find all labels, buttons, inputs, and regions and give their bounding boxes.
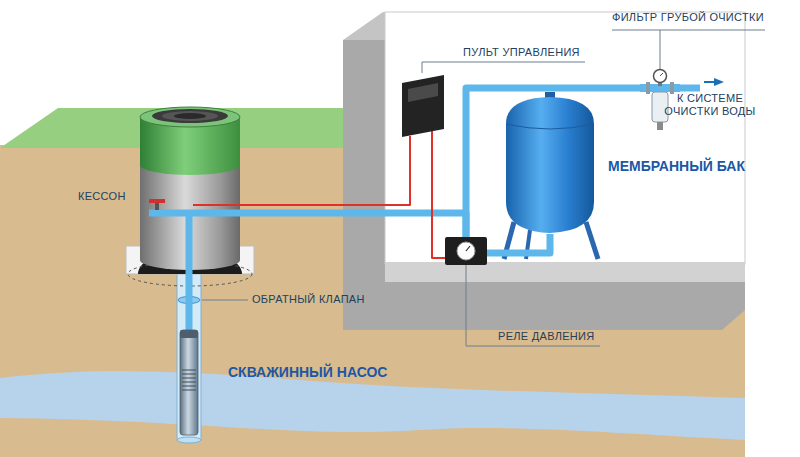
relay-gauge: [457, 242, 475, 260]
leader-line: [422, 62, 585, 63]
control-panel: ПУЛЬТ УПРАВЛЕНИЯ: [400, 75, 445, 137]
component-label: МЕМБРАННЫЙ БАК: [608, 158, 778, 174]
drain-tap: [657, 122, 663, 130]
tank-body: [506, 97, 594, 233]
valve-stem: [155, 202, 159, 210]
panel-body: [402, 75, 444, 137]
gauge-needle: [660, 73, 663, 76]
control-panel-shape: [400, 75, 445, 137]
tank-leg: [586, 222, 598, 259]
tank-pipe: [487, 234, 550, 253]
caisson-lid: [162, 111, 218, 121]
pressure-relay-shape: [445, 237, 487, 265]
component-label: ФИЛЬТР ГРУБОЙ ОЧИСТКИ: [612, 11, 782, 24]
valve-handle: [149, 199, 165, 203]
tank-seam: [506, 124, 594, 129]
inner-pipe: [186, 213, 193, 270]
pump-grille: [182, 382, 196, 383]
filter-flange: [670, 82, 674, 94]
pump-grille: [182, 386, 196, 387]
membrane-tank-shape: [500, 92, 600, 234]
room-wall: [385, 12, 745, 264]
well-casing: [177, 258, 201, 440]
panel-screen: [408, 83, 438, 102]
leader-line: [660, 30, 661, 70]
caisson-rim: [140, 107, 240, 127]
part-label: ОБРАТНЫЙ КЛАПАН: [252, 293, 392, 306]
well-pump-shape: [178, 330, 200, 435]
pump-grille: [182, 390, 196, 391]
aquifer: [0, 371, 745, 440]
caisson: КЕССОН: [135, 105, 245, 270]
coarse-filter: ФИЛЬТР ГРУБОЙ ОЧИСТКИ: [640, 70, 680, 130]
coarse-filter-shape: [640, 70, 680, 130]
caisson-lid: [152, 109, 228, 123]
leader-line: [612, 30, 765, 31]
casing-bottom: [177, 437, 201, 443]
pressure-relay: РЕЛЕ ДАВЛЕНИЯ: [445, 237, 487, 265]
pump-grille: [182, 378, 196, 379]
component-label: КЕССОН: [78, 190, 148, 203]
filter-flange: [646, 82, 650, 94]
control-wire: [432, 131, 445, 258]
well-pipe: [186, 270, 193, 330]
leader-line: [202, 300, 248, 301]
caisson-shape: [135, 105, 245, 270]
pump-grille: [182, 370, 196, 371]
room-floor: [385, 262, 745, 282]
membrane-tank: МЕМБРАННЫЙ БАК: [500, 92, 600, 234]
leader-line: [422, 62, 423, 73]
destination-label: К СИСТЕМЕ ОЧИСТКИ ВОДЫ: [660, 92, 760, 118]
outlet-pipe-stub: [680, 85, 700, 92]
wall-top: [343, 12, 385, 40]
inner-pipe: [149, 210, 245, 217]
well-pump: СКВАЖИННЫЙ НАСОС: [178, 330, 200, 435]
pump-grille: [182, 374, 196, 375]
pressure-gauge: [654, 70, 667, 83]
component-label: ПУЛЬТ УПРАВЛЕНИЯ: [463, 46, 593, 59]
pump-body: [180, 330, 198, 435]
control-wire: [245, 136, 410, 205]
flow-arrow-head: [714, 78, 724, 86]
inner-wire: [193, 204, 245, 206]
caisson-lid: [174, 113, 206, 119]
component-label: СКВАЖИННЫЙ НАСОС: [228, 364, 408, 380]
pump-cap: [180, 330, 198, 338]
gauge-needle: [466, 246, 470, 251]
component-label: РЕЛЕ ДАВЛЕНИЯ: [498, 330, 618, 343]
relay-body: [445, 237, 487, 265]
